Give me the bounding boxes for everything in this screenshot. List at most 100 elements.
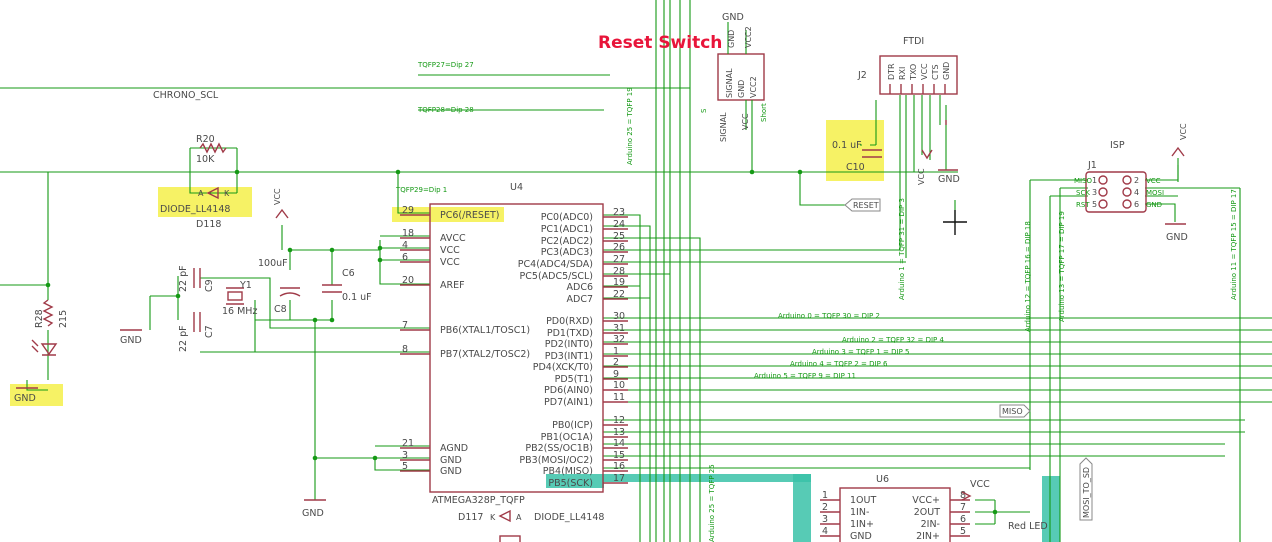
pin-name: PC6(/RESET) xyxy=(440,210,499,221)
miso-net-tag[interactable]: MISO xyxy=(999,404,1031,418)
svg-text:VCC: VCC xyxy=(273,188,282,205)
isp-gnd-symbol: GND xyxy=(1165,223,1188,243)
pin-number: 8 xyxy=(402,344,408,355)
svg-text:Arduino 1 = TQFP 31 = DIP 3: Arduino 1 = TQFP 31 = DIP 3 xyxy=(898,198,906,300)
capacitor-c3[interactable]: 100uF C8 xyxy=(258,258,301,315)
reset-switch[interactable]: GND VCC2 GND SIGNAL GND VCC2 SIGNAL VCC … xyxy=(700,12,768,142)
capacitor-c10[interactable]: 0.1 uF C10 xyxy=(832,140,882,173)
pin-number: 5 xyxy=(960,526,966,537)
pin-number: 4 xyxy=(822,526,828,537)
pin-name: PB0(ICP) xyxy=(552,420,593,431)
ftdi-header[interactable]: FTDI J2 DTR RXI TXO VCC CTS GND xyxy=(857,36,958,95)
crystal-y1[interactable]: Y1 16 MHz xyxy=(222,280,257,317)
r20-value: 10K xyxy=(196,154,215,165)
pin-name: PC0(ADC0) xyxy=(541,212,593,223)
isp-header[interactable]: ISP J1 1 3 5 2 4 6 MISO SCK RST VCC MOSI… xyxy=(1074,140,1164,213)
diode-d118[interactable]: A K DIODE_LL4148 D118 xyxy=(160,186,230,230)
pin-number: 2 xyxy=(822,502,828,513)
svg-text:MISO: MISO xyxy=(1002,407,1023,416)
pin-name: 2IN- xyxy=(921,519,940,530)
pin-name: PB1(OC1A) xyxy=(541,432,593,443)
svg-text:A: A xyxy=(198,189,204,198)
d118-name: D118 xyxy=(196,219,221,230)
reset-net-tag[interactable]: RESET xyxy=(844,198,881,212)
resistor-r28[interactable]: R28 215 xyxy=(34,299,69,328)
pin-number: 7 xyxy=(960,502,966,513)
pin-number: 31 xyxy=(613,323,625,334)
vcc-u4-symbol: VCC xyxy=(273,188,289,219)
crosshair-cursor xyxy=(943,210,967,235)
capacitor-c9[interactable]: 22 pF C9 xyxy=(178,265,215,292)
d118-part: DIODE_LL4148 xyxy=(160,204,230,215)
pin-name: PB6(XTAL1/TOSC1) xyxy=(440,325,530,336)
ftdi-pin-dtr: DTR xyxy=(887,63,896,80)
isp-j1: J1 xyxy=(1087,160,1097,171)
y1-name: Y1 xyxy=(239,280,252,291)
capacitor-c7[interactable]: 22 pF C7 xyxy=(178,312,215,352)
u6-vcc-symbol: VCC xyxy=(961,479,990,501)
pin-number: 1 xyxy=(613,346,619,357)
highlight-sck-pin[interactable] xyxy=(546,474,604,488)
pin-name: PC5(ADC5/SCL) xyxy=(520,271,593,282)
resistor-r20[interactable]: R20 10K xyxy=(196,134,227,165)
pin-number: 4 xyxy=(402,240,408,251)
pin-name: AVCC xyxy=(440,233,466,244)
svg-text:VCC: VCC xyxy=(917,168,926,185)
pin-number: 20 xyxy=(402,275,414,286)
highlight-diode-label xyxy=(158,187,252,217)
highlight-reset-pin xyxy=(392,207,504,222)
mosi-to-sd-tag[interactable]: MOSI_TO_SD xyxy=(1079,457,1093,521)
pin-name: VCC xyxy=(440,257,460,268)
capacitor-c6[interactable]: C6 0.1 uF xyxy=(322,268,372,303)
led-indicator[interactable] xyxy=(31,339,58,356)
c3-value: 100uF xyxy=(258,258,288,269)
svg-text:GND: GND xyxy=(1146,201,1162,209)
pin-number: 19 xyxy=(613,277,625,288)
diode-d117[interactable]: D117 DIODE_LL4148 K A xyxy=(458,509,604,542)
pin-number: 26 xyxy=(613,242,625,253)
svg-text:VCC: VCC xyxy=(1179,123,1188,140)
